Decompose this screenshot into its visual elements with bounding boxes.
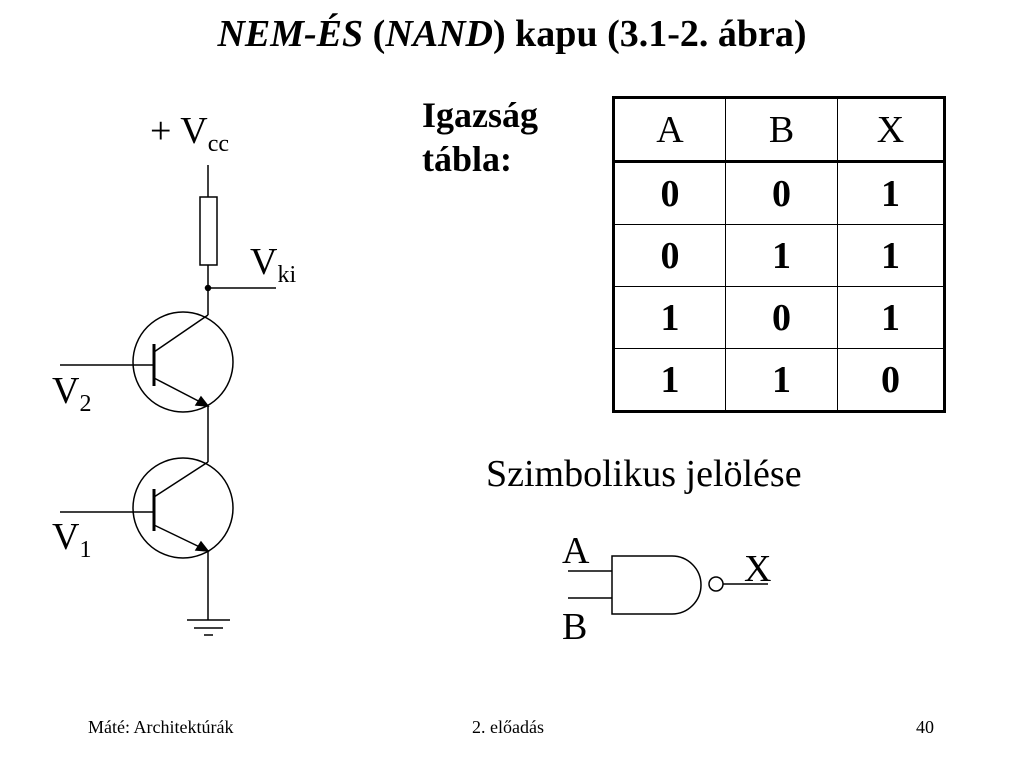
- table-cell: 0: [613, 161, 726, 225]
- header-b: B: [725, 97, 838, 163]
- v2-label: V2: [52, 372, 91, 416]
- table-cell: 1: [837, 224, 945, 287]
- table-row: 0 1 1: [613, 224, 945, 287]
- vcc-label: + Vcc: [150, 112, 229, 156]
- gate-label-a: A: [562, 530, 590, 572]
- footer-left: Máté: Architektúrák: [88, 717, 234, 737]
- table-cell: 1: [725, 224, 838, 287]
- title-paren-open: (: [363, 13, 386, 55]
- v2-label-main: V: [52, 370, 80, 412]
- table-row: 1 0 1: [613, 286, 945, 349]
- header-x: X: [837, 97, 945, 163]
- table-cell: 1: [837, 161, 945, 225]
- table-row: 0 0 1: [613, 161, 945, 225]
- truth-table-heading-line1: Igazság: [422, 95, 538, 135]
- gate-label-x: X: [744, 548, 772, 590]
- truth-table-header-row: A B X: [613, 97, 945, 163]
- footer-center: 2. előadás: [472, 717, 544, 737]
- vout-label: Vki: [250, 243, 296, 287]
- v2-label-sub: 2: [79, 391, 92, 417]
- upper-emitter-arrow: [194, 395, 210, 407]
- slide-title: NEM-ÉS (NAND) kapu (3.1-2. ábra): [0, 12, 1024, 56]
- table-cell: 0: [725, 286, 838, 349]
- vcc-label-sub: cc: [207, 131, 229, 157]
- vout-label-sub: ki: [277, 262, 297, 288]
- nand-gate-symbol: [568, 555, 768, 615]
- v1-label-sub: 1: [79, 537, 92, 563]
- table-cell: 1: [725, 348, 838, 412]
- nand-transistor-circuit: [60, 165, 276, 636]
- transistor-upper: [132, 311, 234, 413]
- transistor-lower: [132, 457, 234, 559]
- lower-emitter-arrow: [194, 540, 210, 552]
- symbol-heading: Szimbolikus jelölése: [486, 453, 802, 495]
- v1-label: V1: [52, 518, 91, 562]
- title-nand-hu: NEM-ÉS: [217, 13, 364, 55]
- title-nand-en: NAND: [385, 13, 494, 55]
- gate-label-b: B: [562, 606, 588, 648]
- table-cell: 1: [613, 348, 726, 412]
- truth-table-heading: Igazság tábla:: [422, 93, 538, 181]
- gate-body: [611, 555, 702, 615]
- upper-collector: [153, 314, 209, 353]
- table-row: 1 1 0: [613, 348, 945, 412]
- title-rest: ) kapu (3.1-2. ábra): [493, 13, 807, 55]
- table-cell: 0: [725, 161, 838, 225]
- truth-table: A B X 0 0 1 0 1 1 1 0 1 1 1 0: [612, 96, 946, 413]
- lower-collector: [153, 461, 209, 498]
- v1-label-main: V: [52, 516, 80, 558]
- truth-table-heading-line2: tábla:: [422, 139, 512, 179]
- header-a: A: [613, 97, 726, 163]
- table-cell: 1: [837, 286, 945, 349]
- gate-inversion-bubble: [708, 576, 724, 592]
- vout-label-main: V: [250, 241, 278, 283]
- footer-page-number: 40: [916, 717, 934, 737]
- vcc-label-main: + V: [150, 110, 208, 152]
- table-cell: 0: [837, 348, 945, 412]
